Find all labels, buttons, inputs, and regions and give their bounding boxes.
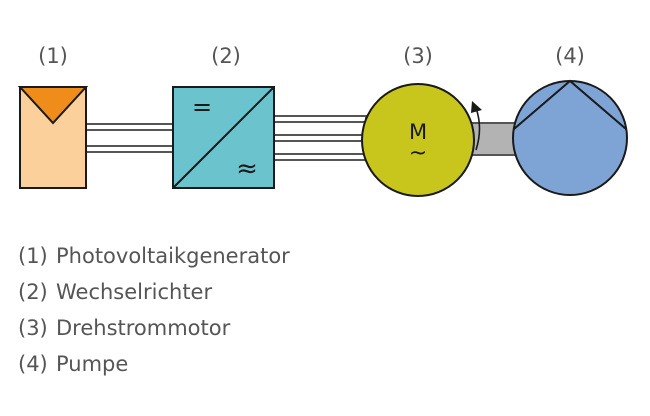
legend-item: (4) Pumpe: [18, 346, 290, 382]
ac-wires: [273, 115, 367, 161]
motor-body: [361, 83, 475, 197]
pump-number: (4): [555, 44, 585, 68]
pv-generator: [17, 86, 89, 189]
dc-wire-positive: [85, 123, 176, 131]
pv-number: (1): [38, 44, 68, 68]
dc-symbol: =: [192, 93, 212, 121]
motor: M ~: [361, 83, 475, 197]
rotation-arrow-icon: [471, 101, 482, 151]
motor-number: (3): [403, 44, 433, 68]
legend-item: (1) Photovoltaikgenerator: [18, 238, 290, 274]
legend: (1) Photovoltaikgenerator (2) Wechselricht…: [18, 238, 290, 382]
motor-tilde-label: ~: [409, 141, 427, 166]
legend-number: (2): [18, 280, 48, 304]
ac-wire-phase-3: [273, 153, 367, 161]
legend-item: (2) Wechselrichter: [18, 274, 290, 310]
legend-number: (4): [18, 352, 48, 376]
pump-body: [512, 80, 628, 196]
inverter: = ≈: [172, 86, 275, 189]
motor-shaft: [469, 122, 517, 156]
ac-wire-phase-2: [273, 134, 367, 142]
inverter-diagonal: [172, 86, 275, 189]
dc-wire-negative: [85, 145, 176, 153]
legend-item: (3) Drehstrommotor: [18, 310, 290, 346]
ac-symbol: ≈: [236, 154, 258, 184]
legend-label: Pumpe: [56, 352, 129, 376]
ac-wire-phase-1: [273, 115, 367, 123]
legend-number: (1): [18, 244, 48, 268]
legend-label: Photovoltaikgenerator: [56, 244, 290, 268]
legend-label: Drehstrommotor: [56, 316, 231, 340]
dc-wires: [85, 123, 176, 153]
inverter-number: (2): [211, 44, 241, 68]
pump-symbol-icon: [513, 79, 627, 130]
pump: [512, 79, 628, 196]
pv-sun-triangle-icon: [17, 86, 89, 125]
legend-label: Wechselrichter: [56, 280, 213, 304]
legend-number: (3): [18, 316, 48, 340]
motor-m-label: M: [409, 120, 427, 144]
